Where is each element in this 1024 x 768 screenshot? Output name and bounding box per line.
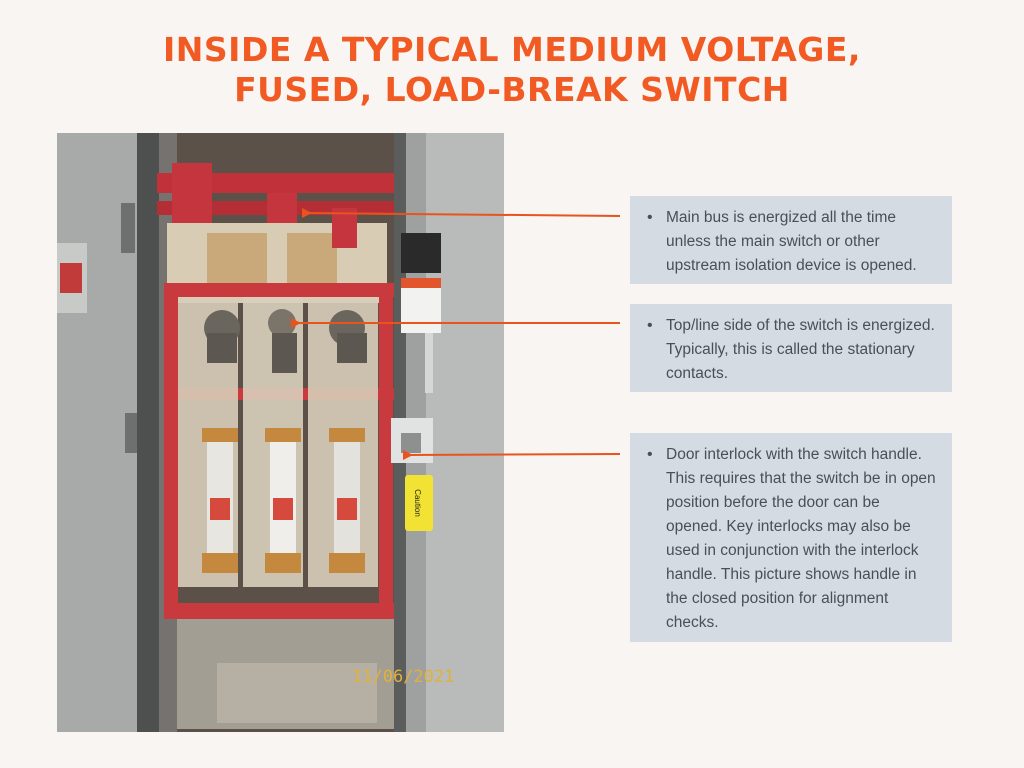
callout-main-bus: Main bus is energized all the time unles…: [630, 196, 952, 284]
switchgear-photo: Caution 11/06/2021: [57, 133, 504, 732]
page-title: INSIDE A TYPICAL MEDIUM VOLTAGE, FUSED, …: [0, 30, 1024, 110]
switch-frame-top: [164, 283, 394, 297]
callout-stationary-contacts: Top/line side of the switch is energized…: [630, 304, 952, 392]
left-hinge-mid: [125, 413, 137, 453]
stationary-contacts: [204, 309, 367, 373]
warning-label: [401, 233, 441, 273]
date-stamp: 11/06/2021: [352, 667, 454, 687]
title-line-1: INSIDE A TYPICAL MEDIUM VOLTAGE,: [163, 30, 861, 69]
caution-tag: Caution: [405, 475, 433, 531]
switchgear-illustration: Caution 11/06/2021: [57, 133, 504, 732]
fuses: [202, 428, 365, 573]
callout-door-interlock: Door interlock with the switch handle. T…: [630, 433, 952, 642]
title-line-2: FUSED, LOAD-BREAK SWITCH: [234, 70, 790, 109]
left-hinge-top: [121, 203, 135, 253]
caution-tag-text: Caution: [413, 489, 422, 517]
main-bus: [157, 173, 407, 193]
